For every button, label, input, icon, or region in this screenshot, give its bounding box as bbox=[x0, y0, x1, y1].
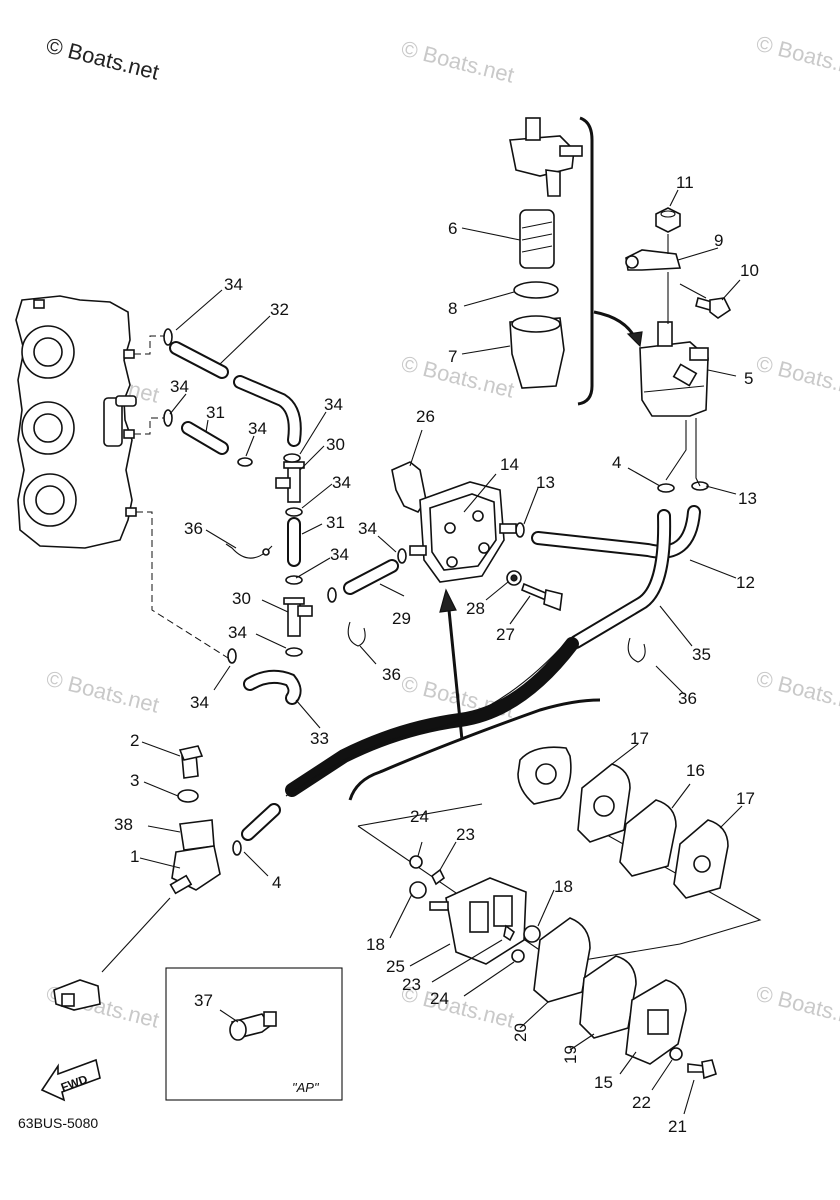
pump-cover-top bbox=[517, 746, 572, 805]
fwd-arrow: FWD bbox=[40, 1058, 101, 1102]
callout-34: 34 bbox=[332, 473, 351, 492]
copyright-text: © Boats.net bbox=[44, 33, 162, 85]
callout-23: 23 bbox=[402, 975, 421, 994]
bolt bbox=[521, 582, 563, 612]
fuel-hoses-left bbox=[169, 341, 399, 841]
engine-block bbox=[15, 295, 137, 549]
callout-28: 28 bbox=[466, 599, 485, 618]
callout-13: 13 bbox=[738, 489, 757, 508]
pump-cover-bottom bbox=[625, 979, 687, 1065]
fuel-connector-end bbox=[53, 979, 101, 1011]
watermark: © Boats.net bbox=[399, 351, 517, 403]
nut bbox=[655, 207, 681, 233]
callout-22: 22 bbox=[632, 1093, 651, 1112]
callout-16: 16 bbox=[686, 761, 705, 780]
callout-18: 18 bbox=[554, 877, 573, 896]
callout-29: 29 bbox=[392, 609, 411, 628]
callout-12: 12 bbox=[736, 573, 755, 592]
callout-34: 34 bbox=[190, 693, 209, 712]
pump-kit-bracket bbox=[348, 698, 601, 801]
callout-34: 34 bbox=[330, 545, 349, 564]
callout-34: 34 bbox=[170, 377, 189, 396]
callout-7: 7 bbox=[448, 347, 457, 366]
callout-11: 11 bbox=[676, 173, 694, 192]
callout-34: 34 bbox=[248, 419, 267, 438]
callout-36: 36 bbox=[382, 665, 401, 684]
group-bracket bbox=[577, 116, 594, 406]
callout-36: 36 bbox=[184, 519, 203, 538]
callout-23: 23 bbox=[456, 825, 475, 844]
callout-37: 37 bbox=[194, 991, 213, 1010]
fuel-connector bbox=[169, 745, 221, 895]
callout-27: 27 bbox=[496, 625, 515, 644]
fuel-filter bbox=[639, 321, 709, 417]
callout-26: 26 bbox=[416, 407, 435, 426]
callout-34: 34 bbox=[228, 623, 247, 642]
gasket-top bbox=[577, 763, 631, 843]
ap-inset-frame bbox=[165, 967, 343, 1101]
callout-38: 38 bbox=[114, 815, 133, 834]
callout-14: 14 bbox=[500, 455, 519, 474]
filter-assembly-exploded bbox=[509, 117, 583, 389]
callout-36: 36 bbox=[678, 689, 697, 708]
callout-4: 4 bbox=[612, 453, 621, 472]
t-joint-upper bbox=[275, 461, 305, 503]
filter-bolt bbox=[695, 297, 732, 319]
callout-32: 32 bbox=[270, 300, 289, 319]
inset-label: "AP" bbox=[292, 1080, 320, 1095]
callout-31: 31 bbox=[206, 403, 225, 422]
watermark: © Boats.net bbox=[44, 666, 162, 718]
filter-bracket bbox=[625, 249, 682, 271]
callout-19: 19 bbox=[561, 1045, 580, 1064]
callout-13: 13 bbox=[536, 473, 555, 492]
leader-lines bbox=[139, 189, 743, 1115]
callout-34: 34 bbox=[324, 395, 343, 414]
watermark: © Boats.net bbox=[399, 36, 517, 88]
callout-21: 21 bbox=[668, 1117, 687, 1136]
callout-34: 34 bbox=[358, 519, 377, 538]
callout-6: 6 bbox=[448, 219, 457, 238]
watermark: © Boats.net bbox=[754, 31, 840, 83]
callout-8: 8 bbox=[448, 299, 457, 318]
diaphragm-bottom bbox=[579, 955, 637, 1039]
gasket-bottom bbox=[533, 917, 591, 1003]
callout-17: 17 bbox=[736, 789, 755, 808]
callout-31: 31 bbox=[326, 513, 345, 532]
callout-25: 25 bbox=[386, 957, 405, 976]
watermark: © Boats.net bbox=[754, 981, 840, 1033]
callout-15: 15 bbox=[594, 1073, 613, 1092]
hose-clamps bbox=[225, 543, 646, 663]
callout-30: 30 bbox=[326, 435, 345, 454]
callout-2: 2 bbox=[130, 731, 139, 750]
pump-body bbox=[409, 855, 541, 965]
callout-18: 18 bbox=[366, 935, 385, 954]
ap-fitting bbox=[229, 1011, 277, 1041]
callout-10: 10 bbox=[740, 261, 759, 280]
gasket-lower bbox=[673, 819, 729, 899]
callouts: 34 32 34 31 34 34 30 34 31 36 34 34 30 2… bbox=[114, 173, 759, 1136]
callout-35: 35 bbox=[692, 645, 711, 664]
callout-24: 24 bbox=[430, 989, 449, 1008]
callout-9: 9 bbox=[714, 231, 723, 250]
callout-3: 3 bbox=[130, 771, 139, 790]
callout-34: 34 bbox=[224, 275, 243, 294]
callout-20: 20 bbox=[511, 1023, 530, 1042]
callout-30: 30 bbox=[232, 589, 251, 608]
diagram-code: 63BUS-5080 bbox=[18, 1115, 98, 1131]
screw bbox=[687, 1059, 717, 1080]
callout-17: 17 bbox=[630, 729, 649, 748]
fuel-pump bbox=[391, 461, 517, 583]
t-joint-lower bbox=[283, 597, 313, 637]
callout-1: 1 bbox=[130, 847, 139, 866]
callout-4: 4 bbox=[272, 873, 281, 892]
watermark: © Boats.net bbox=[754, 351, 840, 403]
callout-33: 33 bbox=[310, 729, 329, 748]
washer-small bbox=[669, 1047, 683, 1061]
callout-24: 24 bbox=[410, 807, 429, 826]
callout-5: 5 bbox=[744, 369, 753, 388]
watermark: © Boats.net bbox=[754, 666, 840, 718]
diaphragm bbox=[619, 799, 677, 877]
